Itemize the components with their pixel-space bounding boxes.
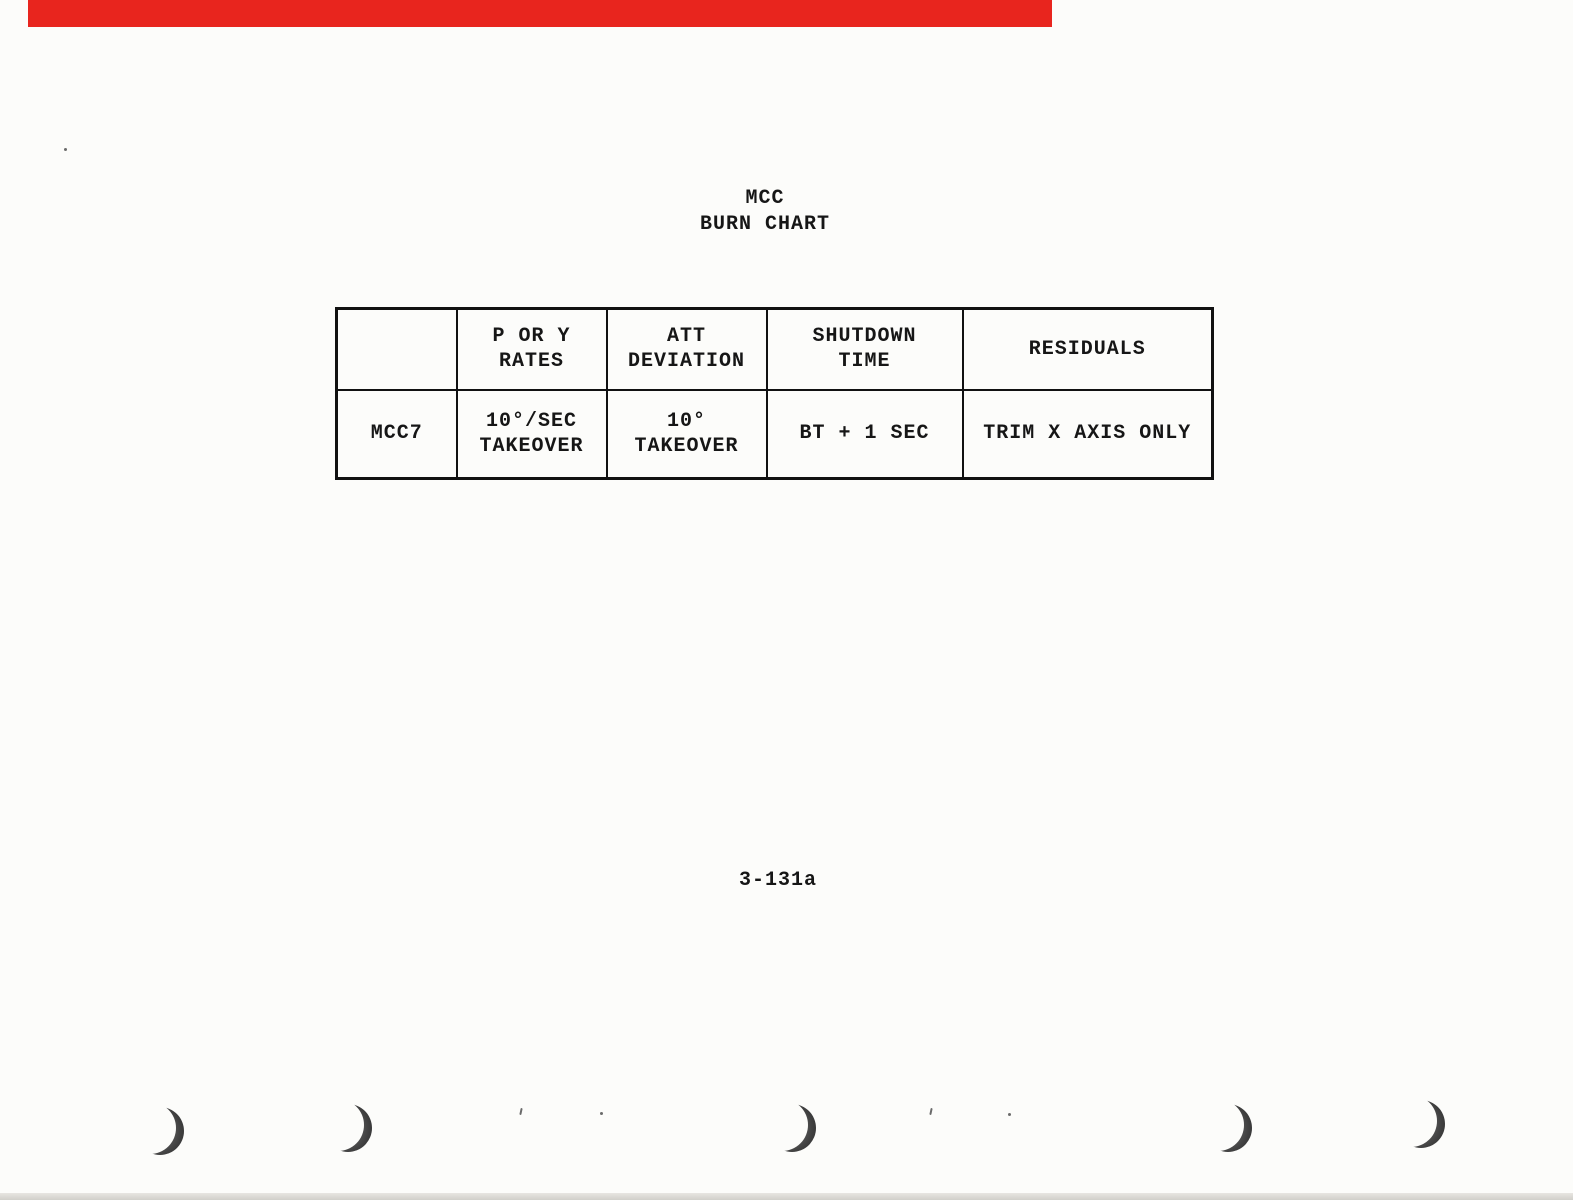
cell-att-deviation: 10° TAKEOVER	[605, 388, 768, 480]
page-title: MCC BURN CHART	[700, 186, 830, 238]
header-cell-shutdown-time: SHUTDOWN TIME	[765, 307, 964, 391]
punch-hole	[1397, 1100, 1445, 1148]
scan-speck	[929, 1107, 933, 1116]
page-number: 3-131a	[738, 869, 818, 892]
punch-hole	[324, 1104, 372, 1152]
scan-speck	[1008, 1113, 1011, 1116]
scan-bottom-edge	[0, 1193, 1573, 1200]
header-cell-residuals: RESIDUALS	[961, 307, 1214, 391]
punch-hole	[1204, 1104, 1252, 1152]
burn-chart-table: P OR Y RATES ATT DEVIATION SHUTDOWN TIME…	[335, 307, 1214, 480]
header-cell-att-deviation: ATT DEVIATION	[605, 307, 768, 391]
red-scan-bar	[28, 0, 1052, 27]
title-line-2: BURN CHART	[699, 213, 831, 236]
cell-residuals: TRIM X AXIS ONLY	[961, 388, 1214, 480]
cell-p-or-y-rates: 10°/SEC TAKEOVER	[455, 388, 608, 480]
table-header-row: P OR Y RATES ATT DEVIATION SHUTDOWN TIME…	[335, 307, 1214, 391]
header-cell-p-or-y-rates: P OR Y RATES	[455, 307, 608, 391]
title-line-1: MCC	[745, 187, 785, 210]
scan-speck	[600, 1112, 603, 1115]
cell-shutdown-time: BT + 1 SEC	[765, 388, 964, 480]
row-label-mcc7: MCC7	[335, 388, 458, 480]
table-row: MCC7 10°/SEC TAKEOVER 10° TAKEOVER BT + …	[335, 388, 1214, 480]
scan-speck	[519, 1107, 523, 1116]
scan-speck	[64, 148, 67, 151]
punch-hole	[136, 1107, 184, 1155]
punch-hole	[768, 1104, 816, 1152]
header-cell-blank	[335, 307, 458, 391]
